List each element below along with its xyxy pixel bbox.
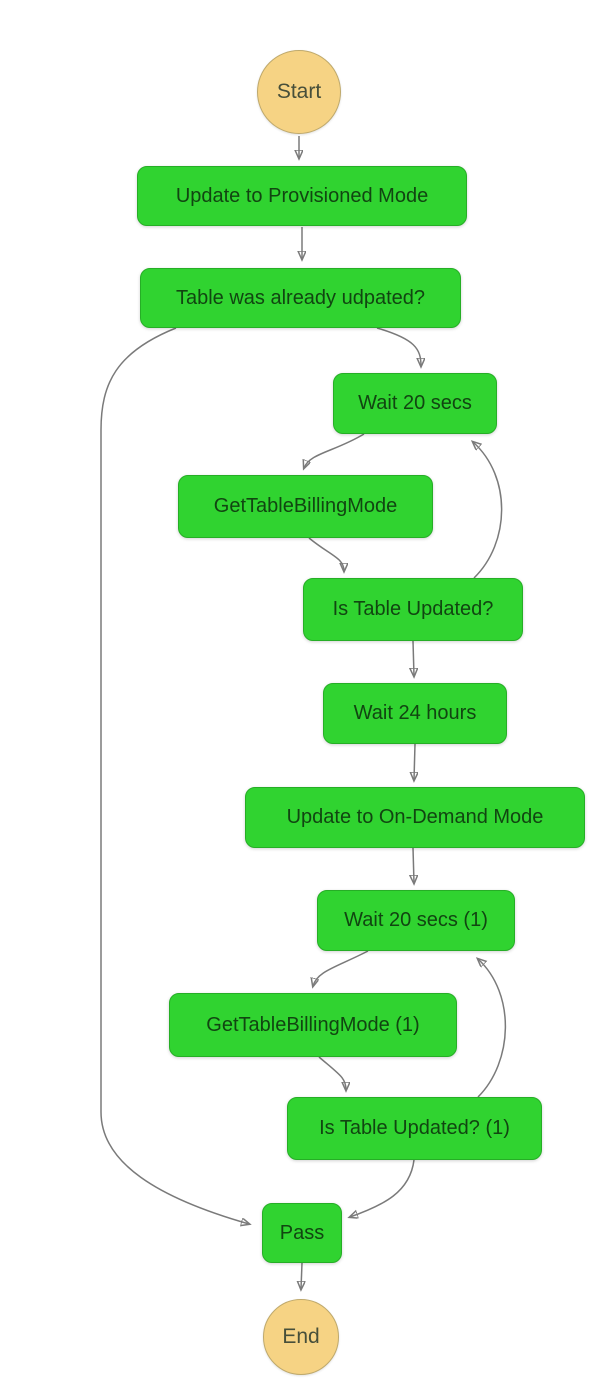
node-update-to-provisioned-mode[interactable]: Update to Provisioned Mode <box>137 166 467 226</box>
node-is-table-updated-1[interactable]: Is Table Updated? (1) <box>287 1097 542 1160</box>
node-end[interactable]: End <box>263 1299 339 1375</box>
edge-table-check-to-pass <box>100 327 249 1224</box>
edge-istableupdated-to-wait24 <box>413 640 414 676</box>
node-get-table-billing-mode-1[interactable]: GetTableBillingMode (1) <box>169 993 457 1057</box>
node-is-table-updated-1-label: Is Table Updated? (1) <box>319 1117 510 1139</box>
node-end-label: End <box>282 1325 320 1348</box>
edge-istableupdated-to-wait20-loop <box>473 442 503 579</box>
node-update-to-provisioned-mode-label: Update to Provisioned Mode <box>175 184 429 207</box>
node-wait-24-hours[interactable]: Wait 24 hours <box>323 683 507 744</box>
node-wait-24-hours-label: Wait 24 hours <box>353 702 477 724</box>
edge-wait20-1-to-getbilling-1 <box>313 950 369 986</box>
node-update-to-on-demand-mode[interactable]: Update to On-Demand Mode <box>245 787 585 848</box>
node-pass[interactable]: Pass <box>262 1203 342 1263</box>
node-get-table-billing-mode-label: GetTableBillingMode <box>213 495 398 517</box>
edge-istableupdated-1-to-pass <box>350 1159 415 1217</box>
edge-table-check-to-wait20 <box>376 327 421 366</box>
node-get-table-billing-mode-1-label: GetTableBillingMode (1) <box>206 1013 420 1036</box>
edge-pass-to-end <box>301 1262 302 1289</box>
node-wait-20-secs-label: Wait 20 secs <box>358 392 472 414</box>
node-table-was-already-updated-label: Table was already udpated? <box>175 286 426 309</box>
node-table-was-already-updated[interactable]: Table was already udpated? <box>140 268 461 328</box>
node-start[interactable]: Start <box>257 50 341 134</box>
node-is-table-updated-label: Is Table Updated? <box>332 598 494 620</box>
node-pass-label: Pass <box>279 1221 325 1244</box>
node-wait-20-secs[interactable]: Wait 20 secs <box>333 373 497 434</box>
edge-wait24-to-update-ondemand <box>414 743 415 780</box>
edge-getbilling-to-istableupdated <box>308 537 344 571</box>
node-update-to-on-demand-mode-label: Update to On-Demand Mode <box>286 806 544 828</box>
edge-wait20-to-getbilling <box>304 433 365 468</box>
node-wait-20-secs-1[interactable]: Wait 20 secs (1) <box>317 890 515 951</box>
edge-istableupdated-1-to-wait20-1-loop <box>478 959 507 1098</box>
edge-update-ondemand-to-wait20-1 <box>413 847 414 883</box>
node-is-table-updated[interactable]: Is Table Updated? <box>303 578 523 641</box>
node-get-table-billing-mode[interactable]: GetTableBillingMode <box>178 475 433 538</box>
node-start-label: Start <box>276 80 322 103</box>
node-wait-20-secs-1-label: Wait 20 secs (1) <box>344 909 488 931</box>
edge-getbilling-1-to-istableupdated-1 <box>318 1056 346 1090</box>
